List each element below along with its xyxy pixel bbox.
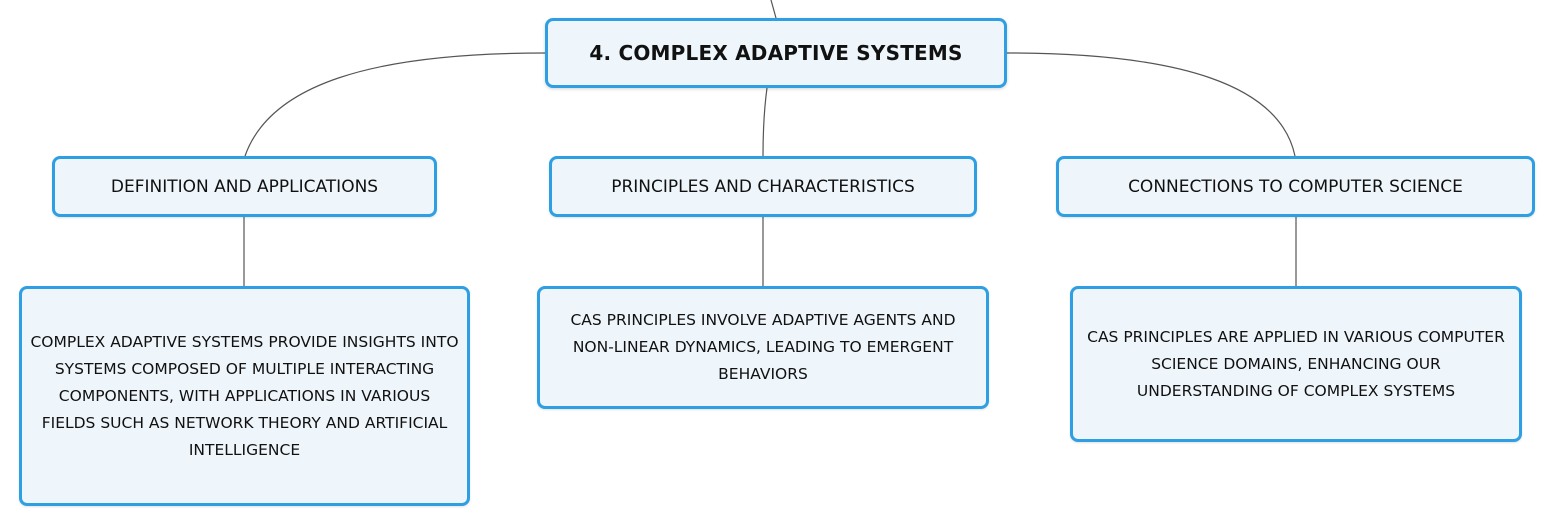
branch-node-label: PRINCIPLES AND CHARACTERISTICS [611,176,915,197]
branch-node-principles-and-characteristics[interactable]: PRINCIPLES AND CHARACTERISTICS [549,156,977,217]
connector-root-to-definition [244,52,546,157]
detail-node-definition[interactable]: COMPLEX ADAPTIVE SYSTEMS PROVIDE INSIGHT… [19,286,470,506]
detail-node-text: CAS PRINCIPLES ARE APPLIED IN VARIOUS CO… [1087,327,1505,400]
branch-node-definition-and-applications[interactable]: DEFINITION AND APPLICATIONS [52,156,437,217]
root-node-label: 4. COMPLEX ADAPTIVE SYSTEMS [589,41,963,65]
detail-node-text: COMPLEX ADAPTIVE SYSTEMS PROVIDE INSIGHT… [30,332,459,459]
detail-node-principles[interactable]: CAS PRINCIPLES INVOLVE ADAPTIVE AGENTS A… [537,286,989,409]
branch-node-label: CONNECTIONS TO COMPUTER SCIENCE [1128,176,1463,197]
branch-node-connections-to-computer-science[interactable]: CONNECTIONS TO COMPUTER SCIENCE [1056,156,1535,217]
branch-node-label: DEFINITION AND APPLICATIONS [110,176,379,197]
connector-root-to-connections [1006,52,1296,157]
connector-parent-to-root [770,0,777,19]
detail-node-connections[interactable]: CAS PRINCIPLES ARE APPLIED IN VARIOUS CO… [1070,286,1522,442]
connector-root-to-principles [762,87,768,157]
detail-node-text: CAS PRINCIPLES INVOLVE ADAPTIVE AGENTS A… [570,311,956,383]
root-node[interactable]: 4. COMPLEX ADAPTIVE SYSTEMS [545,18,1007,88]
